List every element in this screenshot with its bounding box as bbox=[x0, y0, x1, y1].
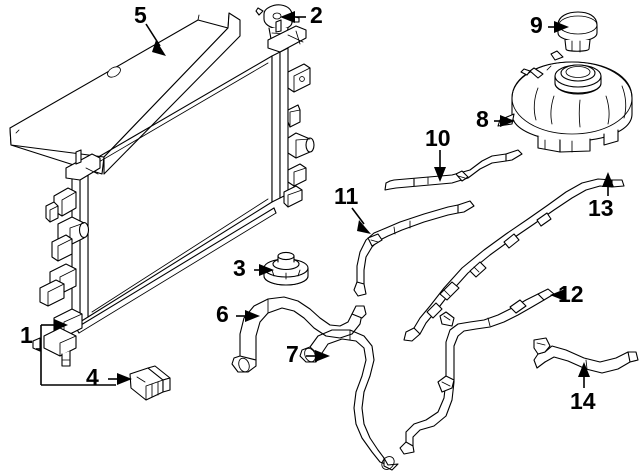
leader-13 bbox=[602, 172, 614, 196]
callout-label-9: 9 bbox=[530, 12, 543, 38]
callout-label-1: 1 bbox=[20, 322, 33, 348]
leader-14 bbox=[578, 362, 590, 388]
callout-label-2: 2 bbox=[310, 2, 323, 28]
leader-1 bbox=[36, 319, 116, 386]
part-lower-radiator-hose bbox=[299, 329, 399, 471]
leader-4 bbox=[108, 373, 132, 385]
callout-label-11: 11 bbox=[334, 183, 359, 209]
part-radiator-assembly bbox=[32, 19, 315, 367]
callout-label-8: 8 bbox=[476, 106, 489, 132]
callout-label-7: 7 bbox=[286, 341, 299, 367]
callout-label-13: 13 bbox=[588, 195, 614, 221]
part-coolant-inlet-hose bbox=[353, 200, 475, 297]
leader-12 bbox=[550, 289, 566, 301]
part-coolant-return-pipe bbox=[403, 178, 625, 342]
callout-label-4: 4 bbox=[86, 364, 99, 390]
callout-label-5: 5 bbox=[134, 2, 147, 28]
leader-6 bbox=[236, 310, 260, 322]
leader-7 bbox=[306, 350, 330, 362]
part-mount-grommet bbox=[263, 251, 309, 286]
part-coolant-expansion-tank bbox=[497, 50, 633, 153]
part-upper-radiator-hose bbox=[231, 296, 367, 373]
leader-11 bbox=[351, 207, 371, 234]
part-coolant-overflow-hose bbox=[384, 149, 523, 191]
callout-label-12: 12 bbox=[558, 281, 584, 307]
leader-3 bbox=[254, 264, 274, 276]
part-expansion-tank-cap bbox=[557, 11, 598, 53]
leader-10 bbox=[434, 150, 446, 182]
leader-8 bbox=[494, 115, 515, 127]
part-radiator-mount-bracket bbox=[129, 365, 171, 401]
part-heater-outlet-hose bbox=[399, 288, 555, 455]
callout-label-10: 10 bbox=[425, 125, 451, 151]
leader-5 bbox=[145, 23, 166, 56]
callout-label-14: 14 bbox=[570, 388, 596, 414]
callout-label-6: 6 bbox=[216, 301, 229, 327]
leader-2 bbox=[280, 11, 306, 23]
part-upper-radiator-cover-panel bbox=[9, 12, 241, 175]
callout-label-3: 3 bbox=[233, 255, 246, 281]
leader-9 bbox=[548, 21, 569, 33]
